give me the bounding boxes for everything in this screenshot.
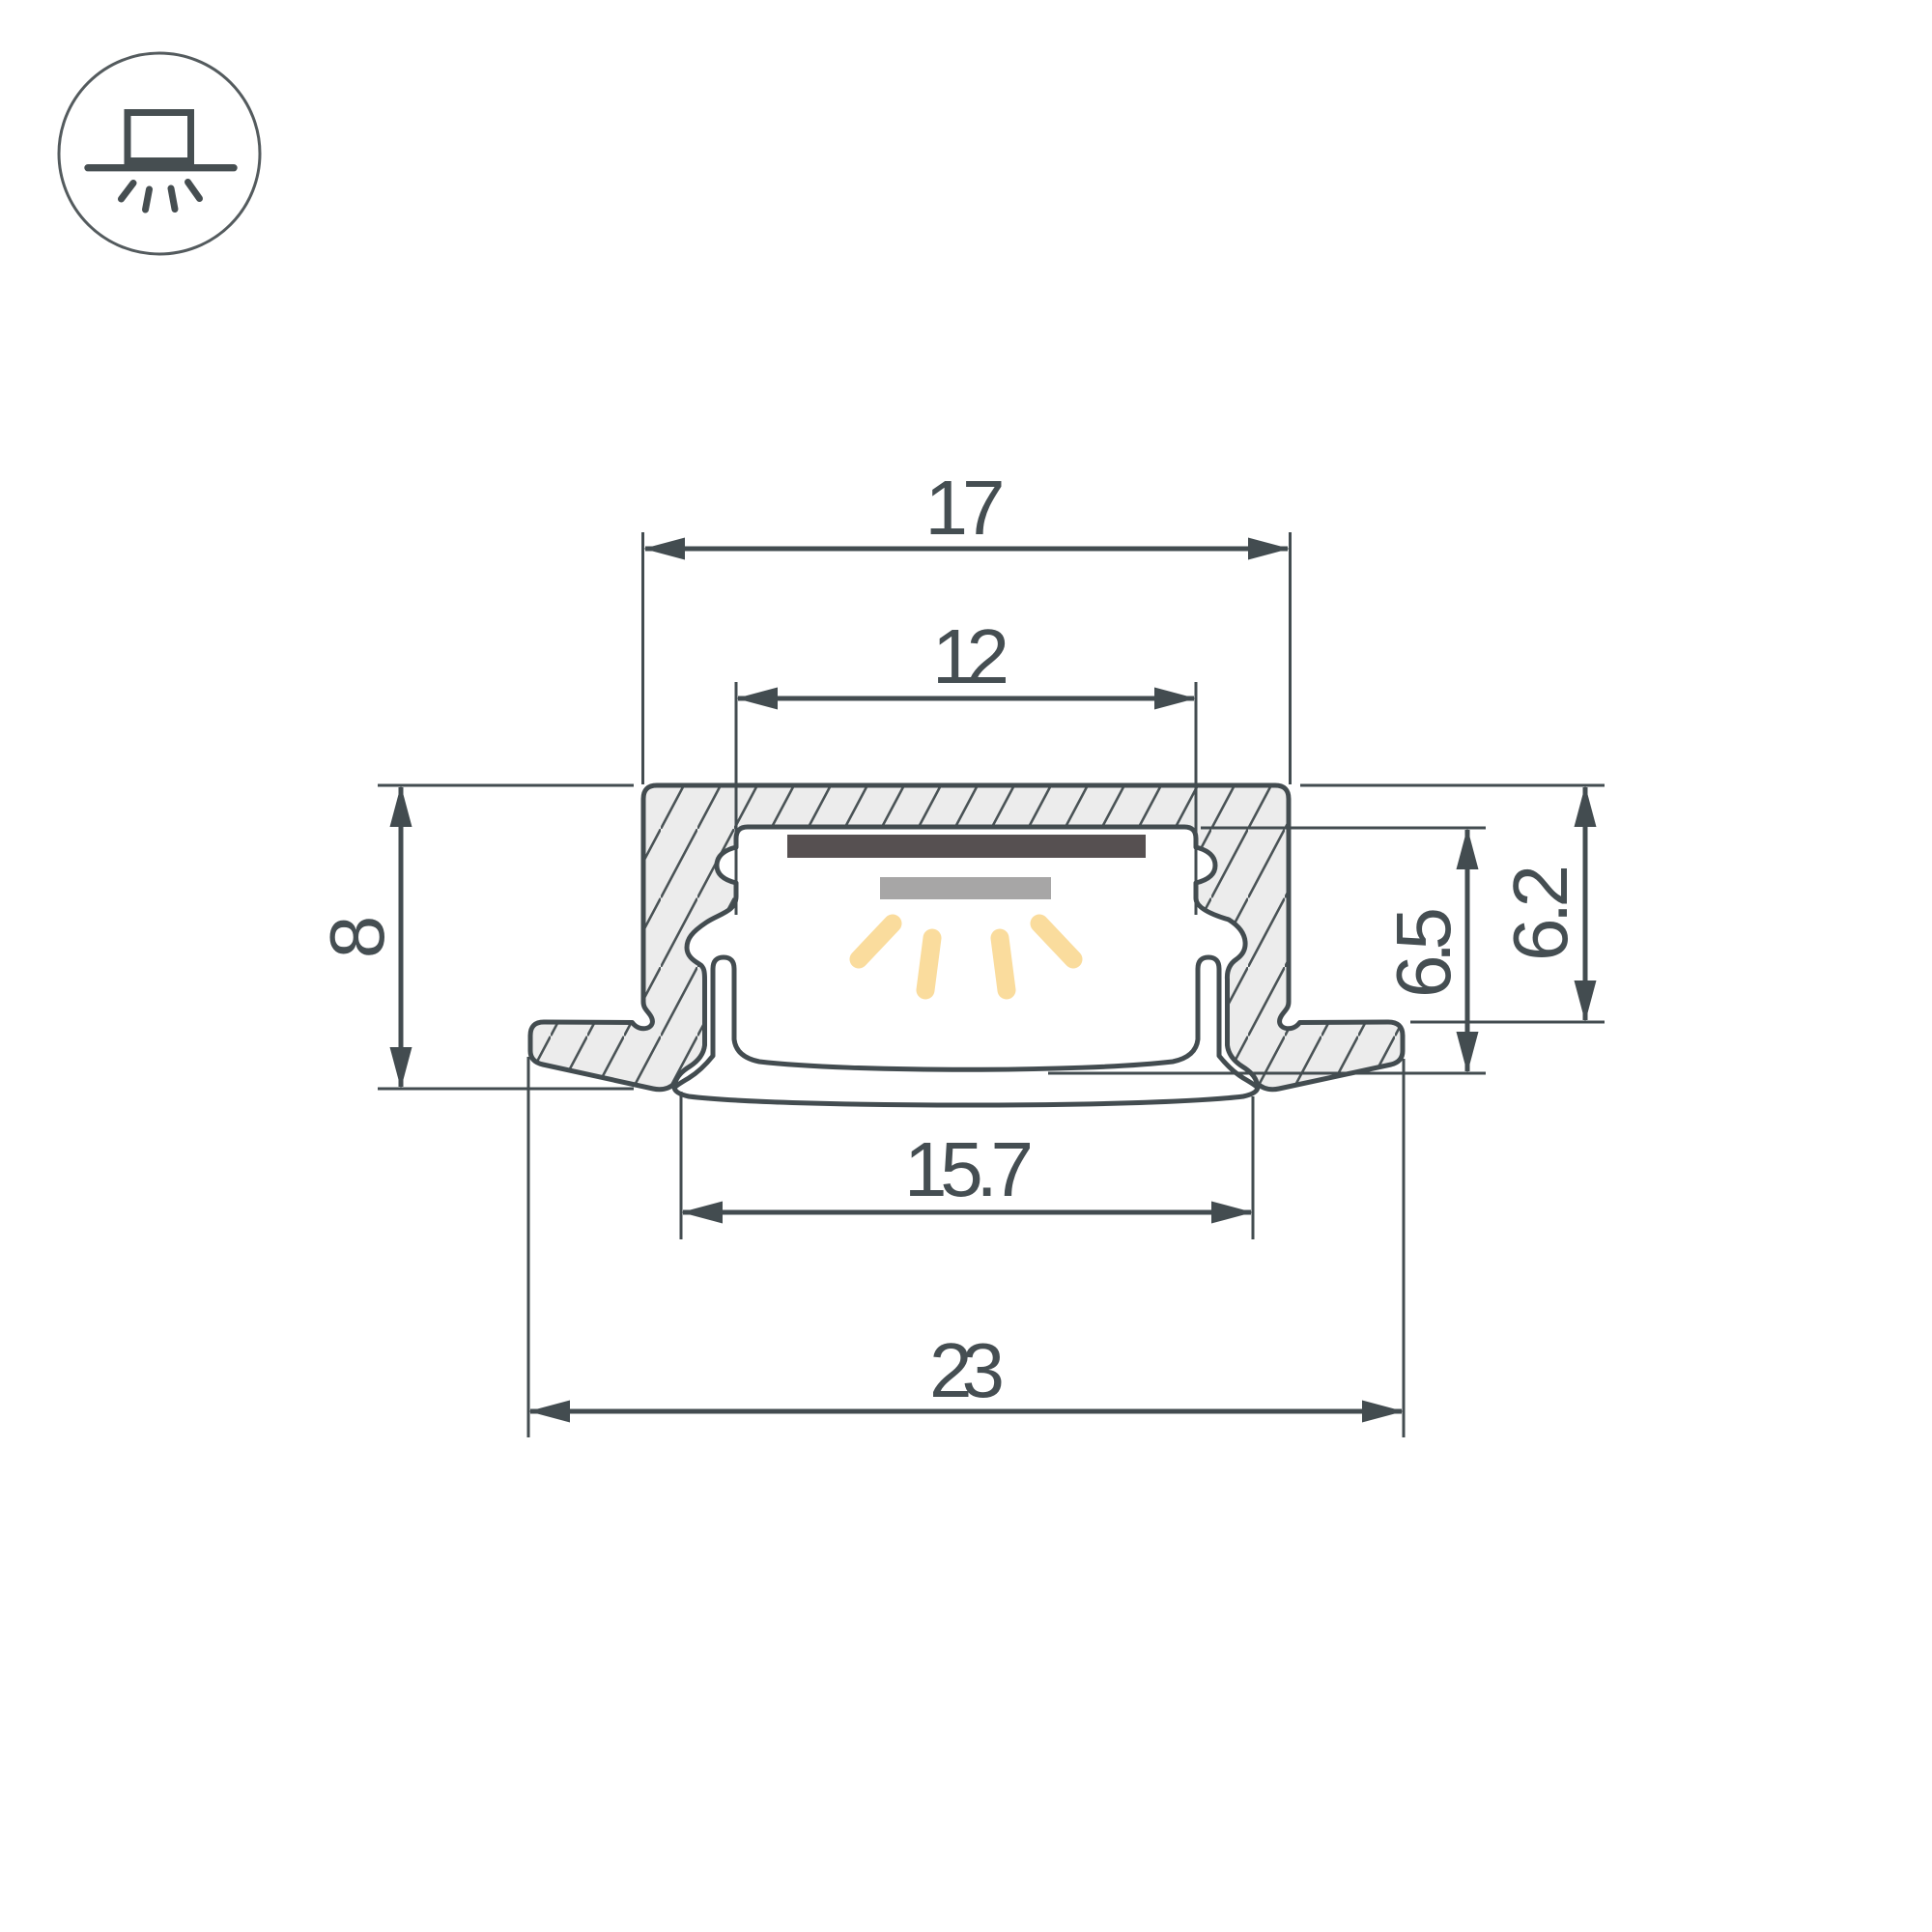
svg-text:23: 23	[929, 1327, 1005, 1413]
svg-text:17: 17	[925, 465, 1006, 551]
svg-text:8: 8	[314, 916, 400, 959]
svg-text:6.2: 6.2	[1497, 865, 1583, 961]
svg-text:6.5: 6.5	[1380, 907, 1466, 998]
svg-text:12: 12	[932, 613, 1009, 699]
svg-text:15.7: 15.7	[904, 1126, 1034, 1212]
